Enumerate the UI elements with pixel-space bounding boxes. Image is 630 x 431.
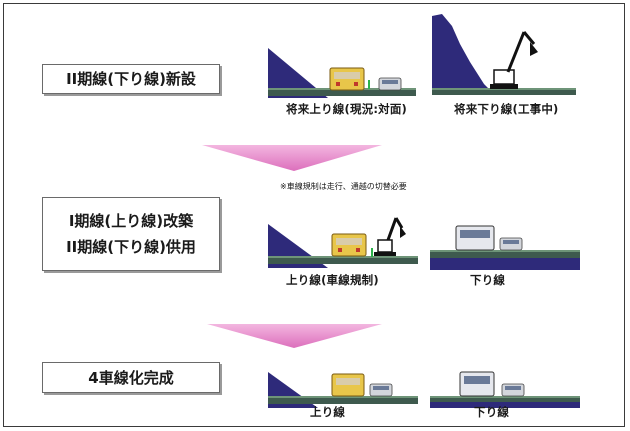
stage-2-box: I期線(上り線)改築 II期線(下り線)供用 xyxy=(42,197,220,271)
stage-1-upline-label: 将来上り線(現況:対面) xyxy=(286,102,408,116)
stage-3-title: 4車線化完成 xyxy=(88,368,174,387)
stage-3-upline-section xyxy=(268,372,418,408)
stage-1-downline-label: 将来下り線(工事中) xyxy=(454,102,559,116)
stage-2-downline-section xyxy=(430,225,580,270)
stage-1-title: II期線(下り線)新設 xyxy=(66,70,196,88)
stage-2-title-line-2: II期線(下り線)供用 xyxy=(66,238,196,256)
stage-2-upline-label: 上り線(車線規制) xyxy=(286,273,379,287)
stage-1-downline-section xyxy=(432,14,576,95)
stage-1-box: II期線(下り線)新設 xyxy=(42,64,220,94)
down-arrow-1 xyxy=(202,145,382,171)
stage-3-upline-label: 上り線 xyxy=(310,405,346,419)
stage-2-title-line-1: I期線(上り線)改築 xyxy=(68,212,194,230)
stage-arrows xyxy=(202,145,382,348)
stage-2-downline-label: 下り線 xyxy=(470,273,506,287)
stage-1-upline-section xyxy=(268,48,416,98)
lane-regulation-note: ※車線規制は走行、通越の切替必要 xyxy=(280,182,407,191)
stage-3-box: 4車線化完成 xyxy=(42,362,220,393)
down-arrow-2 xyxy=(207,324,382,348)
stage-3-downline-label: 下り線 xyxy=(474,405,510,419)
diagram-frame: II期線(下り線)新設 I期線(上り線)改築 II期線(下り線)供用 4車線化完… xyxy=(3,3,625,427)
stage-3-downline-section xyxy=(430,371,580,408)
stage-2-upline-section xyxy=(268,217,418,268)
